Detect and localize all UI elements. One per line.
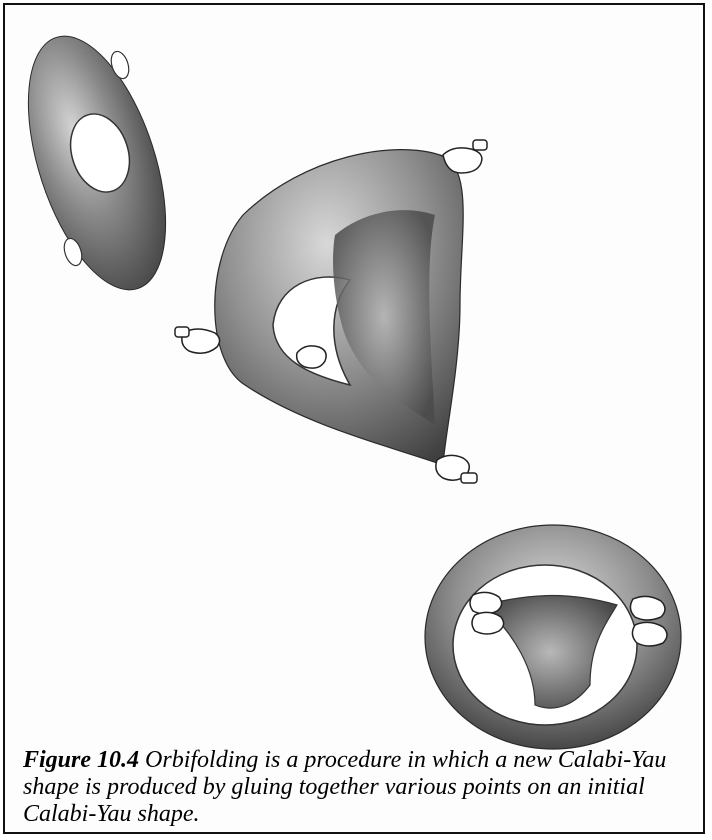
figure-caption: Figure 10.4 Orbifolding is a procedure i… [23, 747, 703, 828]
hand-icon [175, 327, 220, 353]
hand-icon [436, 455, 477, 483]
folding-calabi-yau-shape [175, 140, 487, 483]
hand-icon [443, 140, 487, 173]
orbifolded-calabi-yau-shape [425, 525, 681, 749]
hand-icon [297, 346, 326, 368]
figure-frame: Figure 10.4 Orbifolding is a procedure i… [3, 3, 705, 834]
figure-label: Figure 10.4 [23, 747, 139, 773]
figure-illustration [5, 5, 705, 750]
initial-calabi-yau-shape [5, 20, 193, 307]
